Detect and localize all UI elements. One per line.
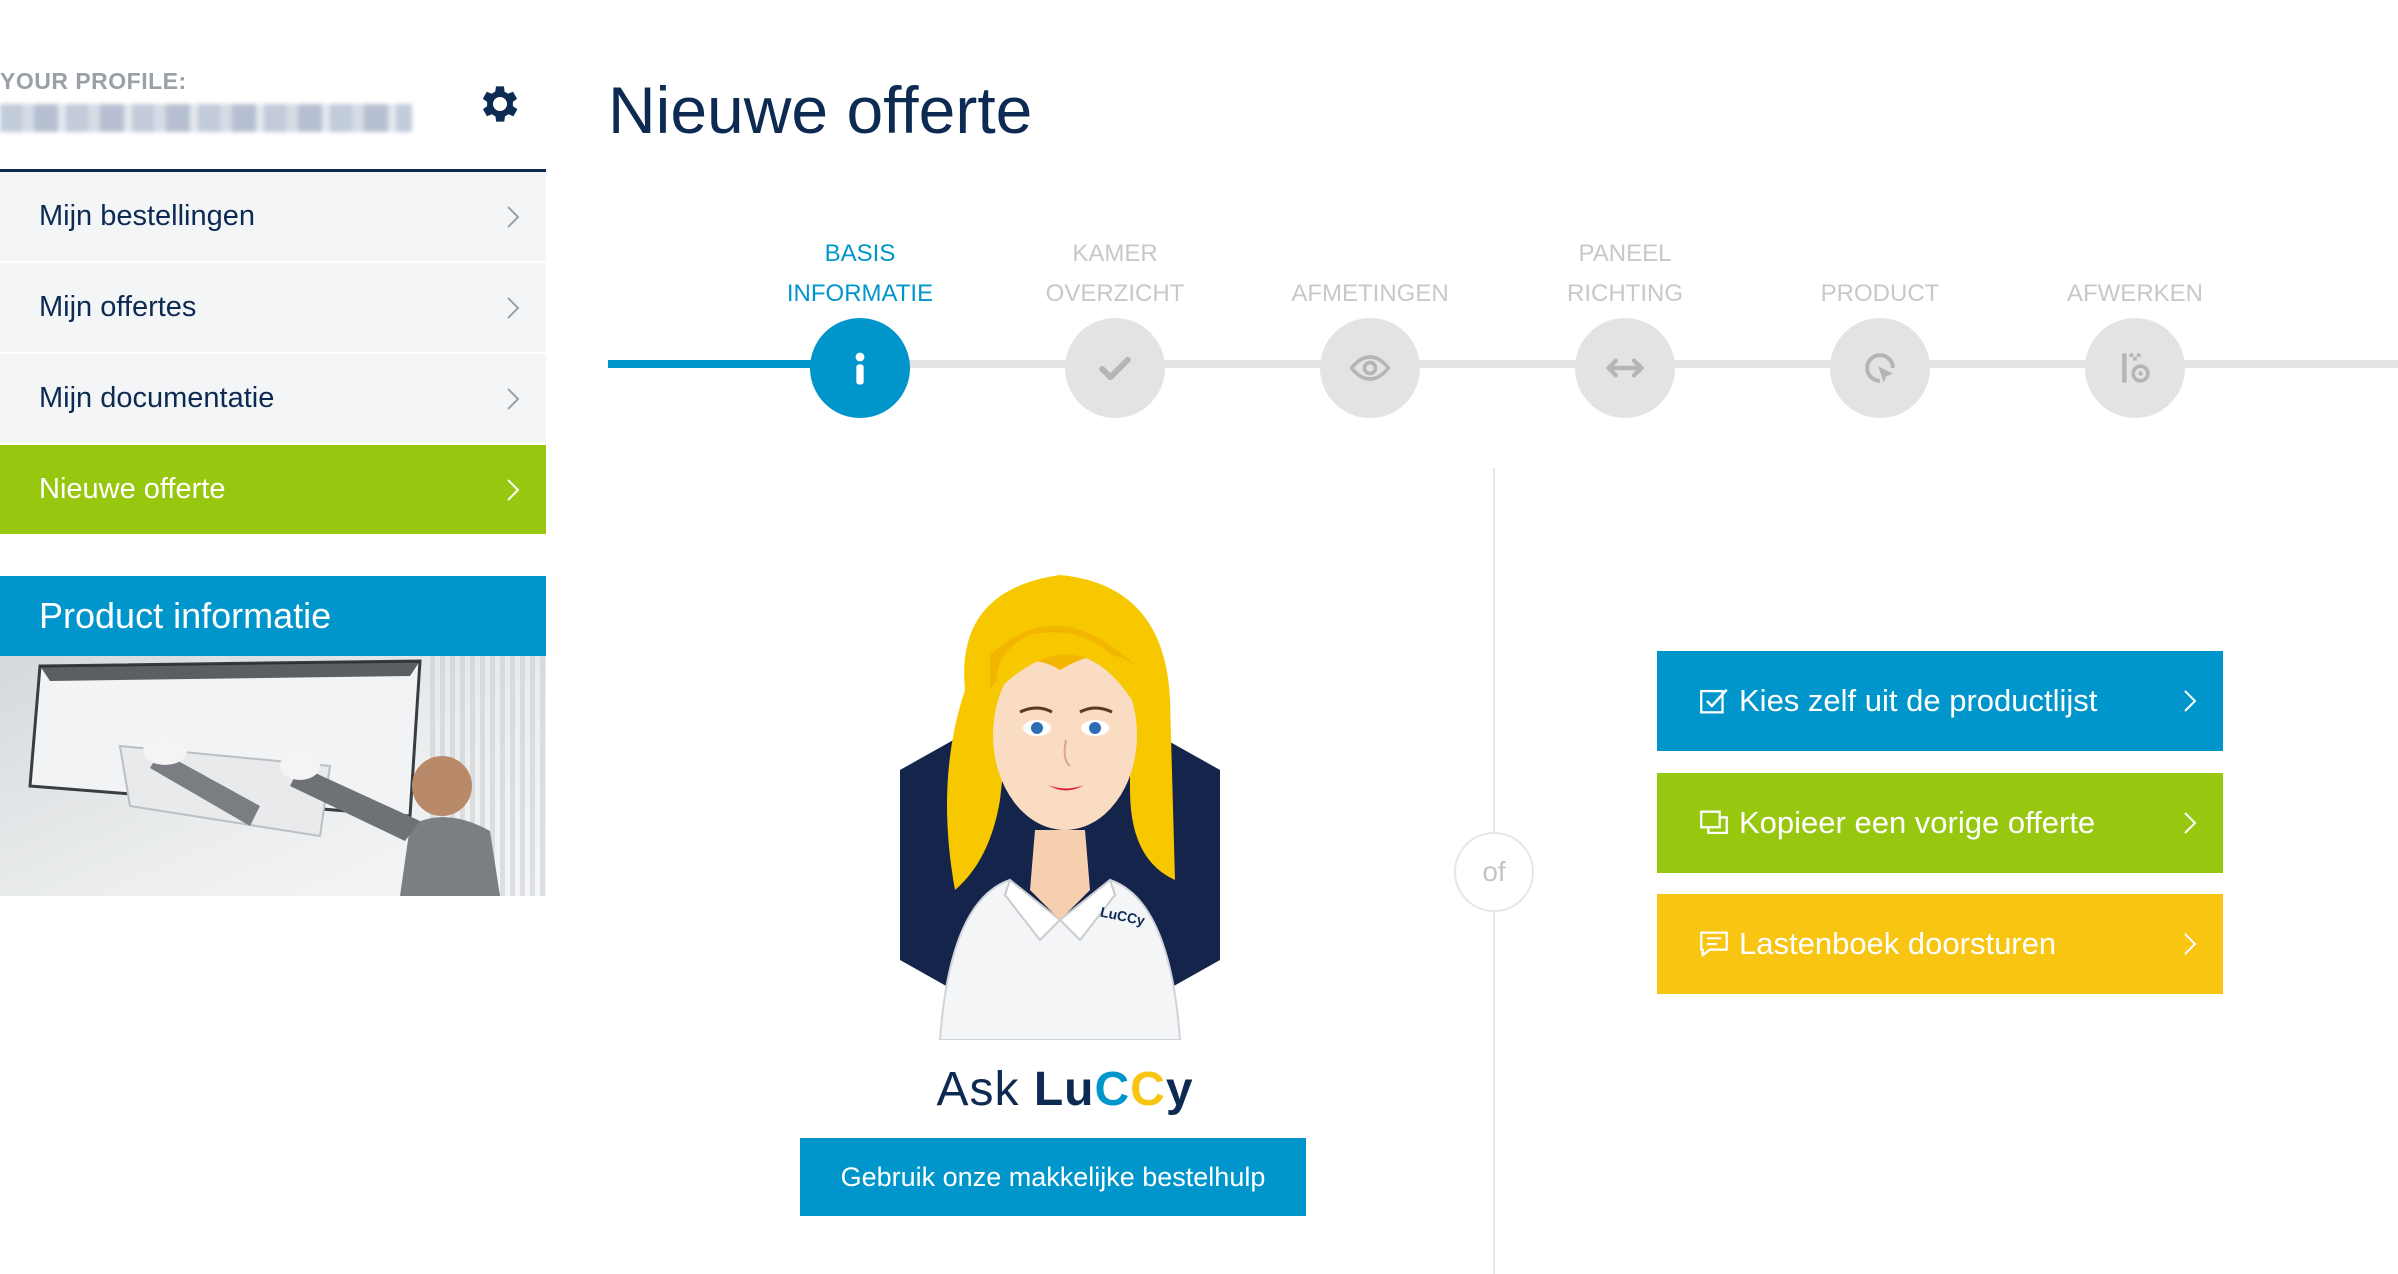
step-label-line2: AFWERKEN bbox=[2066, 280, 2203, 307]
ask-luccy-c2: C bbox=[1130, 1063, 1166, 1116]
step-label-line2: RICHTING bbox=[1567, 280, 1683, 307]
pointer-icon bbox=[1865, 353, 1895, 383]
ask-luccy-prefix: Ask bbox=[936, 1063, 1020, 1116]
step-label-line2: INFORMATIE bbox=[786, 280, 934, 307]
sidebar-item-label: Mijn documentatie bbox=[39, 382, 275, 414]
ask-luccy-y: y bbox=[1165, 1063, 1194, 1116]
step-label-line2: PRODUCT bbox=[1820, 280, 1940, 307]
page-title: Nieuwe offerte bbox=[608, 73, 1033, 147]
step-kamer-overzicht[interactable]: KAMER OVERZICHT bbox=[1005, 222, 1225, 418]
checkbox-icon bbox=[1700, 688, 1728, 714]
profile-section: YOUR PROFILE: bbox=[0, 0, 546, 172]
step-label-line2: AFMETINGEN bbox=[1291, 280, 1449, 307]
chevron-right-icon bbox=[2184, 812, 2197, 834]
product-photo bbox=[0, 656, 546, 896]
sidebar-item-label: Nieuwe offerte bbox=[39, 473, 226, 505]
copy-icon bbox=[1700, 810, 1728, 835]
chevron-right-icon bbox=[2184, 690, 2197, 712]
step-label-line1: BASIS bbox=[824, 240, 896, 267]
step-circle[interactable] bbox=[2085, 318, 2185, 418]
luccy-mascot-illustration bbox=[900, 575, 1220, 1040]
sidebar-nav: Mijn bestellingen Mijn offertes Mijn doc… bbox=[0, 172, 546, 536]
gear-icon[interactable] bbox=[476, 80, 524, 128]
profile-name-redacted bbox=[0, 104, 412, 132]
ask-luccy-logo: Ask LuCCy bbox=[900, 1062, 1230, 1117]
sidebar-item-label: Mijn offertes bbox=[39, 291, 197, 323]
info-icon bbox=[855, 352, 865, 385]
product-info-card[interactable]: Product informatie bbox=[0, 576, 546, 896]
product-info-title: Product informatie bbox=[0, 576, 546, 656]
sidebar-item-mijn-bestellingen[interactable]: Mijn bestellingen bbox=[0, 172, 546, 263]
action-label: Kies zelf uit de productlijst bbox=[1739, 683, 2098, 718]
double-arrow-icon bbox=[1606, 358, 1644, 378]
chevron-right-icon bbox=[507, 387, 520, 410]
chevron-right-icon bbox=[507, 478, 520, 501]
chevron-right-icon bbox=[2184, 933, 2197, 955]
checkmark-icon bbox=[1099, 356, 1131, 381]
sidebar: YOUR PROFILE: Mijn bestellingen Mijn off… bbox=[0, 0, 546, 536]
step-afmetingen[interactable]: AFMETINGEN bbox=[1260, 222, 1480, 418]
forward-specifications-button[interactable]: Lastenboek doorsturen bbox=[1657, 894, 2223, 994]
chevron-right-icon bbox=[507, 205, 520, 228]
step-basis-informatie[interactable]: BASIS INFORMATIE bbox=[750, 222, 970, 418]
progress-stepper: BASIS INFORMATIE KAMER OVERZICHT AFMETIN… bbox=[608, 222, 2398, 422]
step-circle[interactable] bbox=[1830, 318, 1930, 418]
profile-label: YOUR PROFILE: bbox=[0, 68, 187, 94]
step-product[interactable]: PRODUCT bbox=[1770, 222, 1990, 418]
step-circle[interactable] bbox=[1575, 318, 1675, 418]
chevron-right-icon bbox=[507, 296, 520, 319]
step-label-line1: PANEEL bbox=[1578, 240, 1672, 267]
sidebar-item-mijn-documentatie[interactable]: Mijn documentatie bbox=[0, 354, 546, 445]
stepper-track bbox=[608, 360, 2398, 368]
step-circle[interactable] bbox=[1065, 318, 1165, 418]
choose-from-product-list-button[interactable]: Kies zelf uit de productlijst bbox=[1657, 651, 2223, 751]
stepper-progress-fill bbox=[608, 360, 860, 368]
ask-luccy-lu: Lu bbox=[1033, 1063, 1095, 1116]
order-assistant-button[interactable]: Gebruik onze makkelijke bestelhulp bbox=[800, 1138, 1306, 1216]
sidebar-item-nieuwe-offerte[interactable]: Nieuwe offerte bbox=[0, 445, 546, 536]
step-label-line1: KAMER bbox=[1072, 240, 1158, 267]
or-separator: of bbox=[1454, 832, 1534, 912]
step-afwerken[interactable]: AFWERKEN bbox=[2025, 222, 2245, 418]
step-label-line2: OVERZICHT bbox=[1045, 280, 1185, 307]
step-circle[interactable] bbox=[810, 318, 910, 418]
copy-previous-quote-button[interactable]: Kopieer een vorige offerte bbox=[1657, 773, 2223, 873]
sidebar-item-label: Mijn bestellingen bbox=[39, 200, 256, 232]
action-label: Lastenboek doorsturen bbox=[1739, 926, 2057, 961]
finish-icon bbox=[2122, 353, 2150, 383]
sidebar-item-mijn-offertes[interactable]: Mijn offertes bbox=[0, 263, 546, 354]
step-circle[interactable] bbox=[1320, 318, 1420, 418]
action-label: Kopieer een vorige offerte bbox=[1739, 805, 2096, 840]
ask-luccy-c1: C bbox=[1094, 1063, 1131, 1116]
eye-icon bbox=[1349, 355, 1391, 381]
message-icon bbox=[1700, 931, 1728, 957]
step-paneel-richting[interactable]: PANEEL RICHTING bbox=[1515, 222, 1735, 418]
